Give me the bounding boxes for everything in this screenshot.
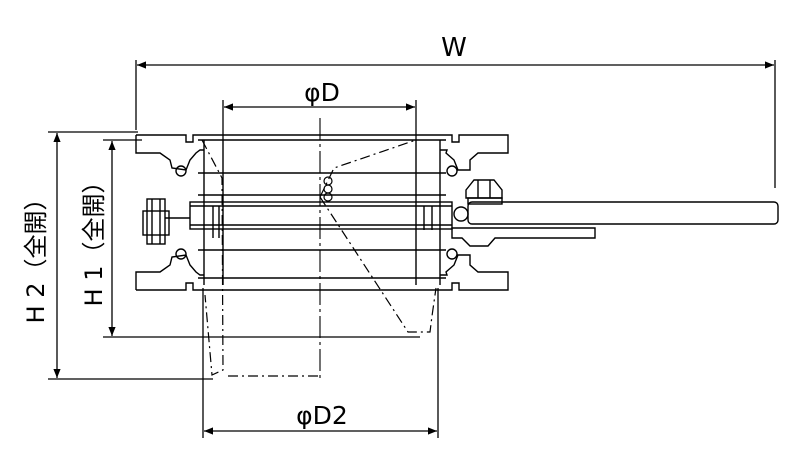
left-stem-nut <box>142 198 190 245</box>
height1-label: H 1（全開） <box>80 170 108 307</box>
disc-phantom <box>201 139 437 377</box>
width-label: W <box>441 33 467 63</box>
width-dimension <box>135 60 776 188</box>
diameter-dimension <box>222 100 417 140</box>
height1-dimension <box>103 139 420 338</box>
disc-bearings <box>323 176 333 202</box>
height2-dimension <box>48 131 213 380</box>
height2-label: H 2（全開） <box>22 187 50 324</box>
shaft-band <box>189 201 453 238</box>
diameter2-label: φD2 <box>296 401 348 430</box>
handle <box>451 179 779 247</box>
diameter2-dimension <box>202 288 439 438</box>
diameter-label: φD <box>304 78 340 107</box>
